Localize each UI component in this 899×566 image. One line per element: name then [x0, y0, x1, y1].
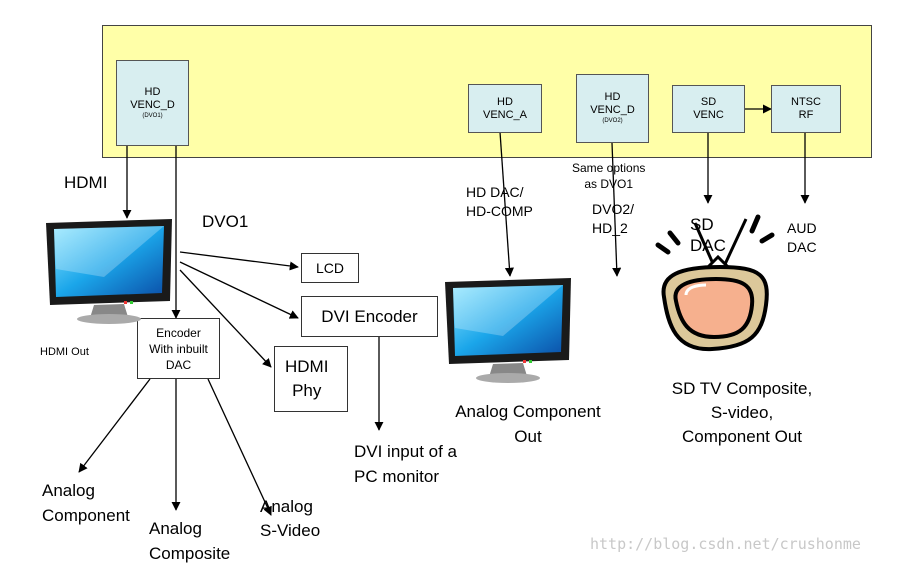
block-hd-venc-d-dvo1: HD VENC_D (DVO1) — [116, 60, 189, 146]
block-hd-venc-a: HD VENC_A — [468, 84, 542, 133]
label-dvo2: DVO2/ HD_2 — [592, 201, 635, 236]
block-line2: VENC — [693, 109, 724, 121]
block-line1: HD — [604, 91, 621, 103]
arrow-analog-svideo — [207, 378, 272, 516]
block-ntsc-rf: NTSC RF — [771, 85, 841, 133]
analog-monitor-icon — [445, 278, 571, 383]
dvi-encoder-box: DVI Encoder — [301, 296, 438, 337]
block-sd-venc: SD VENC — [672, 85, 745, 133]
block-line2: VENC_D — [130, 98, 175, 111]
hdmi-phy-box: HDMI Phy — [274, 346, 348, 412]
arrow-hd-venc-a — [499, 131, 514, 277]
block-line2: VENC_D — [590, 104, 635, 116]
watermark: http://blog.csdn.net/crushonme — [590, 535, 861, 553]
label-hd-dac: HD DAC/ HD-COMP — [466, 184, 533, 219]
block-hd-venc-d-dvo2: HD VENC_D (DVO2) — [576, 74, 649, 143]
hdmi-monitor-icon — [46, 219, 172, 324]
label-same-options: Same options as DVO1 — [572, 161, 646, 191]
block-line1: SD — [700, 96, 717, 108]
label-hdmi-out: HDMI Out — [40, 346, 89, 358]
block-line1: HD — [144, 85, 161, 98]
arrow-dvi-encoder — [179, 261, 299, 319]
block-line2: VENC_A — [482, 108, 528, 121]
label-analog-composite: Analog Composite — [149, 519, 231, 563]
label-dvo1: DVO1 — [202, 212, 249, 231]
arrow-analog-component — [78, 378, 151, 473]
arrow-hdmi-phy — [179, 269, 272, 368]
label-sd-tv: SD TV Composite, S-video, Component Out — [671, 379, 813, 446]
label-analog-svideo: Analog S-Video — [260, 497, 321, 540]
label-analog-component: Analog Component — [42, 481, 130, 525]
label-sd-dac: SD DAC — [690, 215, 726, 255]
arrow-dvo2 — [611, 142, 622, 277]
block-line2: RF — [798, 109, 814, 121]
label-analog-component-out: Analog Component Out — [455, 402, 601, 446]
label-aud-dac: AUD DAC — [787, 220, 817, 255]
block-line1: NTSC — [791, 96, 821, 108]
block-line1: HD — [497, 95, 513, 108]
label-hdmi: HDMI — [64, 173, 108, 192]
lcd-box: LCD — [301, 253, 359, 283]
arrow-lcd — [179, 251, 299, 271]
sd-tv-icon — [655, 214, 775, 352]
block-sub: (DVO2) — [602, 118, 623, 124]
label-dvi-input: DVI input of a PC monitor — [354, 442, 458, 486]
encoder-box: Encoder With inbuilt DAC — [137, 318, 220, 379]
block-sub: (DVO1) — [142, 112, 163, 119]
